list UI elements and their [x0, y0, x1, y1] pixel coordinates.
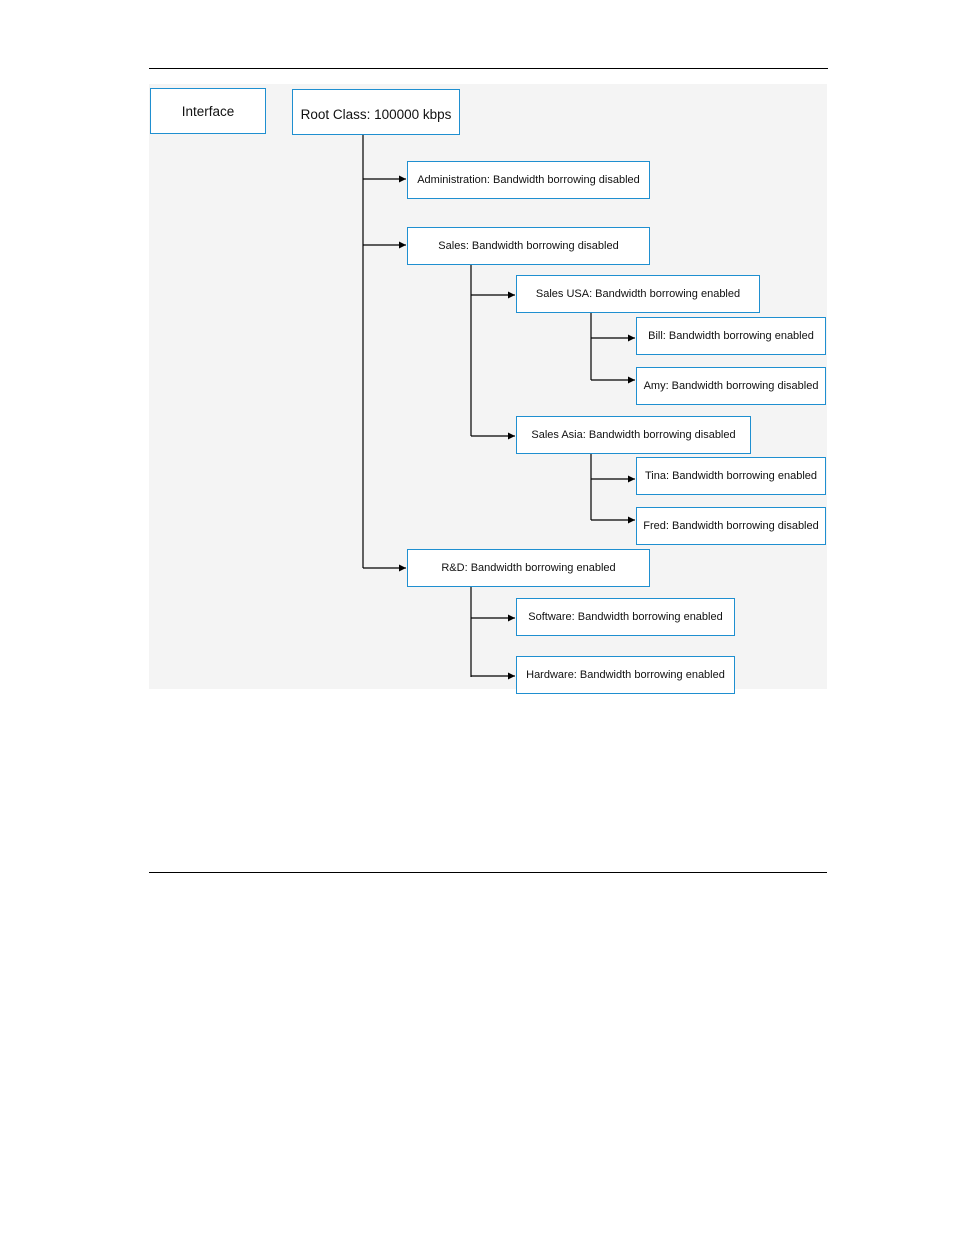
class-sales-asia-box: Sales Asia: Bandwidth borrowing disabled [516, 416, 751, 454]
top-rule [149, 68, 828, 69]
root-class-box: Root Class: 100000 kbps [292, 89, 460, 135]
class-amy-box: Amy: Bandwidth borrowing disabled [636, 367, 826, 405]
class-sales-box: Sales: Bandwidth borrowing disabled [407, 227, 650, 265]
class-tina-box: Tina: Bandwidth borrowing enabled [636, 457, 826, 495]
class-administration-box: Administration: Bandwidth borrowing disa… [407, 161, 650, 199]
class-fred-box: Fred: Bandwidth borrowing disabled [636, 507, 826, 545]
class-rd-box: R&D: Bandwidth borrowing enabled [407, 549, 650, 587]
class-hardware-box: Hardware: Bandwidth borrowing enabled [516, 656, 735, 694]
class-software-box: Software: Bandwidth borrowing enabled [516, 598, 735, 636]
class-sales-usa-box: Sales USA: Bandwidth borrowing enabled [516, 275, 760, 313]
interface-box: Interface [150, 88, 266, 134]
class-bill-box: Bill: Bandwidth borrowing enabled [636, 317, 826, 355]
bottom-rule [149, 872, 827, 873]
